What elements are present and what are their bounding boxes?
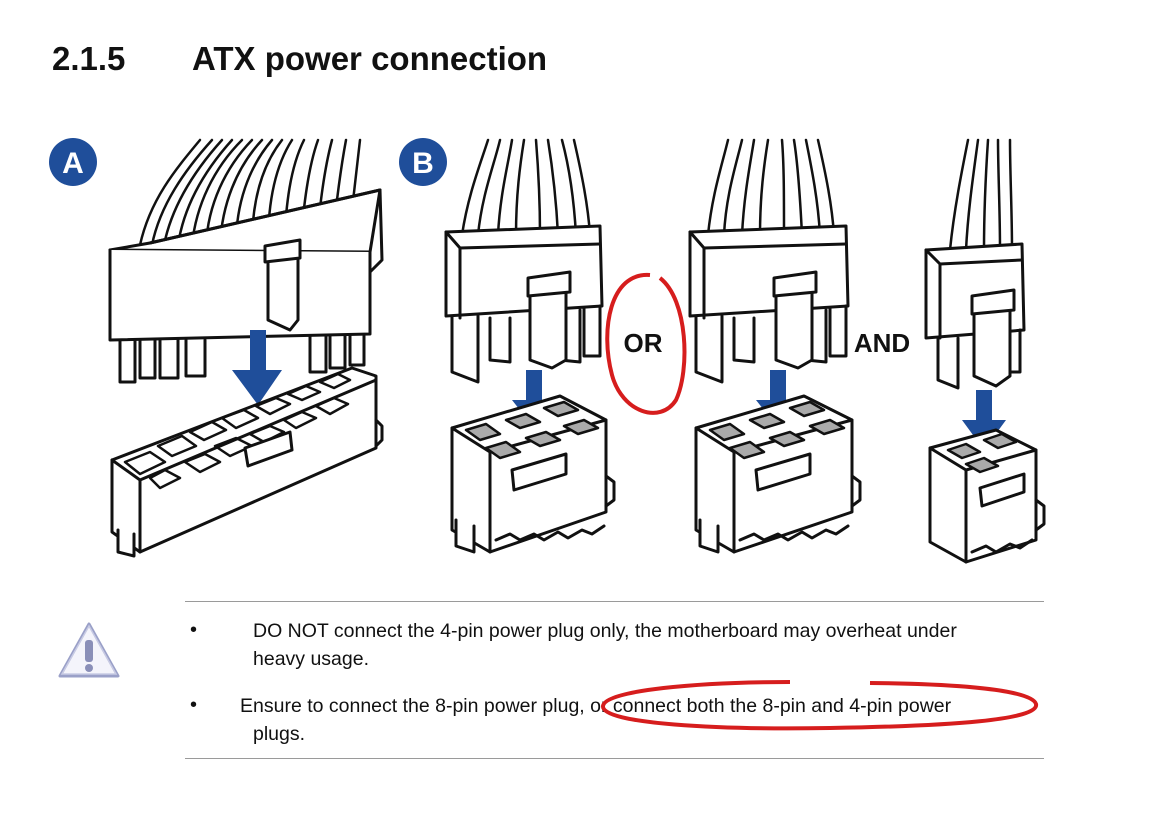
note-1: DO NOT connect the 4-pin power plug only… — [253, 617, 957, 673]
note-2: Ensure to connect the 8-pin power plug, … — [240, 692, 951, 748]
note-bottom-rule — [185, 758, 1044, 759]
note-bullet-2: • — [190, 694, 198, 716]
label-b-badge: B — [399, 138, 447, 186]
note-2-line-2: plugs. — [253, 723, 306, 745]
diagram-b-8pin-left — [444, 138, 616, 554]
note-1-line-2: heavy usage. — [253, 648, 370, 670]
warning-triangle-icon — [58, 622, 120, 678]
label-a-badge: A — [49, 138, 97, 186]
or-text: OR — [624, 328, 663, 358]
or-annotation-ellipse — [605, 272, 687, 415]
note-top-rule — [185, 601, 1044, 602]
section-number: 2.1.5 — [52, 40, 126, 77]
section-title: ATX power connection — [192, 40, 548, 77]
connector-figure: A B OR AND — [49, 138, 1046, 564]
label-a: A — [62, 147, 84, 180]
note-1-line-1: DO NOT connect the 4-pin power plug only… — [253, 620, 957, 642]
diagram-a-24pin — [108, 138, 384, 558]
note-2-line-1: Ensure to connect the 8-pin power plug, … — [240, 695, 952, 717]
diagram-b-4pin — [924, 138, 1046, 564]
label-b: B — [412, 147, 434, 180]
and-text: AND — [854, 328, 910, 358]
note-bullet-1: • — [190, 619, 198, 641]
diagram-b-8pin-middle — [688, 138, 862, 554]
